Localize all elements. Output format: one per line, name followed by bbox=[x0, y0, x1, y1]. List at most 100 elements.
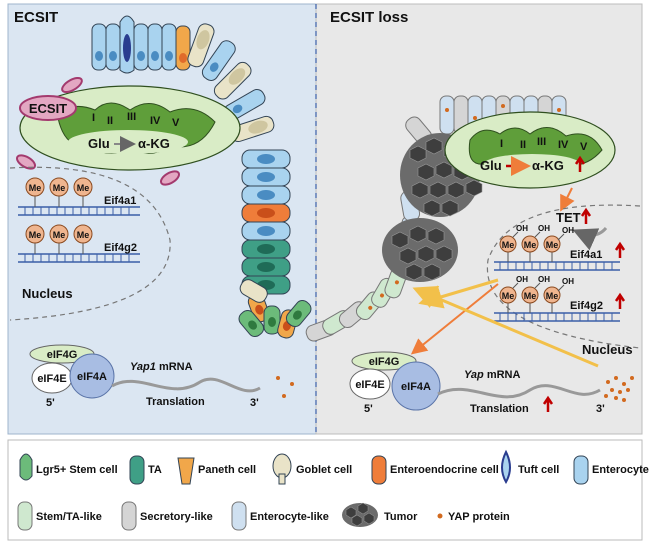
legend-item-goblet: Goblet cell bbox=[272, 453, 352, 485]
gene-eif4g2-right: Eif4g2 bbox=[570, 300, 603, 312]
complex-v-right: V bbox=[580, 141, 588, 153]
legend-item-secretory-like: Secretory-like bbox=[121, 501, 213, 531]
svg-text:Goblet cell: Goblet cell bbox=[296, 464, 352, 476]
methyl-label: Me bbox=[53, 183, 66, 193]
yap-dot bbox=[282, 394, 286, 398]
ecsit-fragment-3 bbox=[159, 170, 181, 186]
ecsit-fragment-1 bbox=[61, 77, 83, 93]
yap-dot bbox=[290, 382, 294, 386]
legend-item-yap: YAP protein bbox=[437, 511, 510, 523]
akg-label: α-KG bbox=[138, 136, 170, 151]
complex-ii: II bbox=[107, 115, 113, 127]
complex-iii: III bbox=[127, 111, 136, 123]
legend-item-ta: TA bbox=[129, 455, 162, 485]
five-prime-left: 5' bbox=[46, 397, 55, 409]
methyl-mark bbox=[73, 177, 93, 197]
svg-text:Stem/TA-like: Stem/TA-like bbox=[36, 511, 102, 523]
legend-item-tuft: Tuft cell bbox=[501, 449, 559, 485]
glu-label-right: Glu bbox=[480, 158, 502, 173]
svg-text:Tumor: Tumor bbox=[384, 511, 418, 523]
left-nucleus: Me Me Me Eif4a1 Me Me Me Eif4g2 Nucleus bbox=[9, 166, 171, 321]
gene-eif4g2-left: Eif4g2 bbox=[104, 242, 137, 254]
mrna-label-right: Yap mRNA bbox=[464, 369, 520, 381]
methyl-label: Me bbox=[77, 230, 90, 240]
left-mitochondrion: ECSIT I II III IV V Glu α-KG bbox=[19, 85, 241, 171]
eif4g-right: eIF4G bbox=[369, 356, 400, 368]
mrna-strand-left bbox=[111, 377, 261, 393]
yap-dot bbox=[276, 376, 280, 380]
tet-action-arrow-icon bbox=[572, 226, 608, 251]
crypt-base bbox=[238, 279, 312, 339]
methyl-mark bbox=[499, 286, 517, 304]
svg-text:Paneth cell: Paneth cell bbox=[198, 464, 256, 476]
glu-label: Glu bbox=[88, 136, 110, 151]
eif4a1-up-arrow-icon bbox=[614, 241, 626, 258]
methyl-label: Me bbox=[29, 183, 42, 193]
svg-text:Secretory-like: Secretory-like bbox=[140, 511, 213, 523]
translation-label-right: Translation bbox=[470, 403, 529, 415]
methyl-label: Me bbox=[29, 230, 42, 240]
up-arrow-icon bbox=[574, 155, 586, 172]
left-title: ECSIT bbox=[14, 9, 58, 26]
legend-item-stem-ta-like: Stem/TA-like bbox=[17, 501, 102, 531]
svg-text:Lgr5+ Stem cell: Lgr5+ Stem cell bbox=[36, 464, 118, 476]
complex-ii-right: II bbox=[520, 139, 526, 151]
complex-v: V bbox=[172, 117, 180, 129]
eif4a-right: eIF4A bbox=[401, 381, 431, 393]
legend-item-enterocyte-like: Enterocyte-like bbox=[231, 501, 329, 531]
svg-text:Enterocyte: Enterocyte bbox=[592, 464, 649, 476]
crypt-column bbox=[241, 149, 291, 295]
legend-item-stem-cell: Lgr5+ Stem cell bbox=[19, 453, 118, 481]
five-prime-right: 5' bbox=[364, 403, 373, 415]
methyl-label: Me bbox=[502, 291, 515, 301]
methyl-mark bbox=[25, 224, 45, 244]
tet-label: TET bbox=[556, 210, 581, 225]
akg-label-right: α-KG bbox=[532, 158, 564, 173]
methyl-mark bbox=[543, 235, 561, 253]
gene-eif4a1-right: Eif4a1 bbox=[570, 249, 602, 261]
yap-cluster bbox=[604, 376, 634, 402]
methyl-label: Me bbox=[502, 240, 515, 250]
three-prime-left: 3' bbox=[250, 397, 259, 409]
methyl-mark bbox=[521, 286, 539, 304]
oh-label: OH bbox=[562, 277, 574, 286]
eif4g-left: eIF4G bbox=[47, 349, 78, 361]
translation-up-arrow-icon bbox=[542, 395, 554, 412]
oh-label: OH bbox=[562, 226, 574, 235]
oh-label: OH bbox=[538, 275, 550, 284]
methyl-label: Me bbox=[546, 240, 559, 250]
orange-arrow-icon bbox=[410, 283, 499, 355]
methyl-mark bbox=[25, 177, 45, 197]
villus-top-cells bbox=[91, 15, 275, 143]
methyl-mark bbox=[543, 286, 561, 304]
right-translation: eIF4G eIF4E eIF4A 5' 3' Yap mRNA Transla… bbox=[349, 351, 634, 415]
svg-text:YAP protein: YAP protein bbox=[448, 511, 510, 523]
methyl-mark bbox=[49, 177, 69, 197]
ecsit-protein bbox=[19, 95, 77, 121]
legend-item-enteroendocrine: Enteroendocrine cell bbox=[371, 455, 499, 485]
oh-label: OH bbox=[538, 224, 550, 233]
methyl-label: Me bbox=[524, 291, 537, 301]
complex-iv: IV bbox=[150, 115, 161, 127]
svg-text:Tuft cell: Tuft cell bbox=[518, 464, 559, 476]
tet-up-arrow-icon bbox=[580, 207, 592, 224]
oh-label: OH bbox=[516, 275, 528, 284]
translation-label-left: Translation bbox=[146, 396, 205, 408]
right-mitochondrion: I II III IV V Glu α-KG bbox=[444, 111, 616, 189]
legend-item-enterocyte: Enterocyte bbox=[573, 455, 649, 485]
methyl-label: Me bbox=[53, 230, 66, 240]
gene-eif4a1-left: Eif4a1 bbox=[104, 195, 136, 207]
legend-item-paneth: Paneth cell bbox=[177, 457, 256, 485]
methyl-mark bbox=[521, 235, 539, 253]
complex-i-right: I bbox=[500, 138, 503, 150]
akg-to-tet-arrow-icon bbox=[560, 187, 575, 212]
svg-text:TA: TA bbox=[148, 464, 162, 476]
nucleus-label-right: Nucleus bbox=[582, 342, 633, 357]
eif4e-left: eIF4E bbox=[37, 373, 66, 385]
three-prime-right: 3' bbox=[596, 403, 605, 415]
complex-iv-right: IV bbox=[558, 139, 569, 151]
left-translation: eIF4G eIF4E eIF4A 5' 3' Yap1 mRNA Transl… bbox=[29, 344, 294, 409]
eif4a-left: eIF4A bbox=[77, 371, 107, 383]
